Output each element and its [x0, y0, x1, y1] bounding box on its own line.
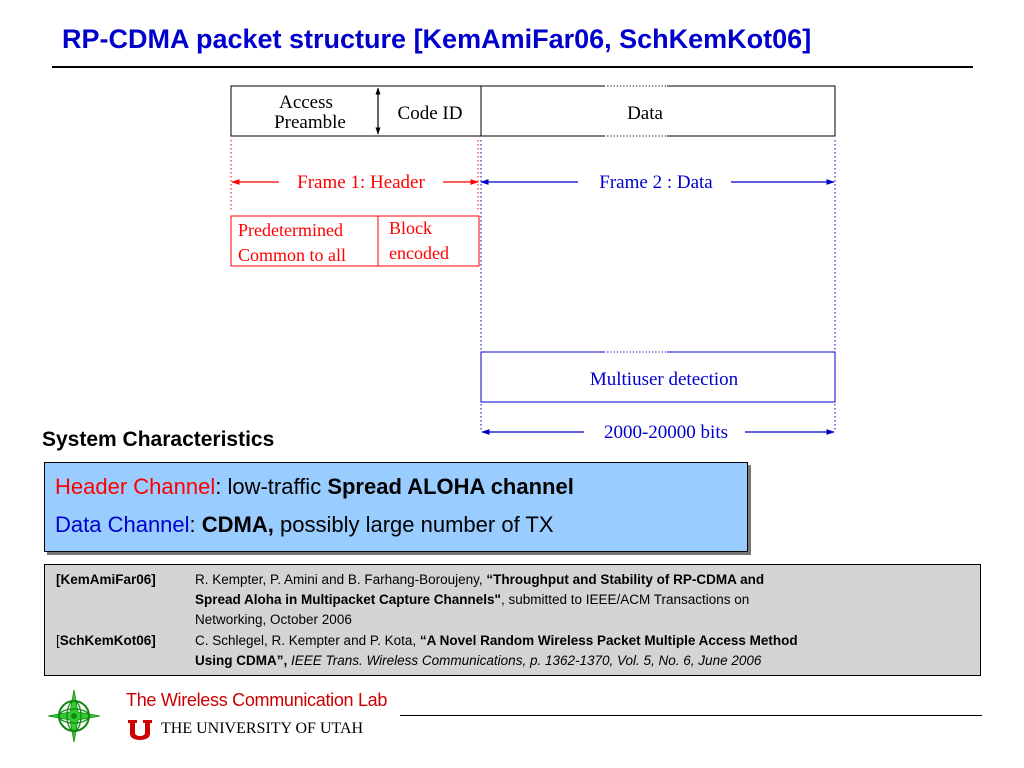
reference-key: [KemAmiFar06]	[56, 572, 156, 587]
access-preamble-line1: Access	[279, 92, 333, 113]
reference-text-line: Spread Aloha in Multipacket Capture Chan…	[195, 592, 749, 607]
lab-name: The Wireless Communication Lab	[126, 690, 388, 710]
references-box: [KemAmiFar06] R. Kempter, P. Amini and B…	[44, 564, 981, 676]
reference-title: Using CDMA”,	[195, 653, 288, 668]
data-channel-line: Data Channel: CDMA, possibly large numbe…	[55, 512, 554, 538]
packet-box: Access Preamble Code ID Data	[230, 85, 836, 137]
predetermined-line1: Predetermined	[238, 220, 343, 240]
system-characteristics-box: Header Channel: low-traffic Spread ALOHA…	[44, 462, 748, 552]
reference-key: [SchKemKot06]	[56, 633, 156, 648]
data-channel-sep: :	[189, 512, 202, 537]
multiuser-detection-label: Multiuser detection	[590, 369, 739, 390]
reference-text-line: R. Kempter, P. Amini and B. Farhang-Boro…	[195, 572, 764, 587]
frame2-span: Frame 2 : Data	[480, 172, 835, 193]
bits-label: 2000-20000 bits	[604, 422, 728, 443]
header-channel-type: Spread ALOHA channel	[327, 474, 574, 499]
reference-authors: C. Schlegel, R. Kempter and P. Kota,	[195, 633, 420, 648]
reference-title: Spread Aloha in Multipacket Capture Chan…	[195, 592, 501, 607]
reference-key-bracket: [	[56, 633, 60, 648]
university-name: THE UNIVERSITY OF UTAH	[161, 720, 364, 737]
reference-title: “A Novel Random Wireless Packet Multiple…	[419, 633, 798, 648]
system-characteristics-heading: System Characteristics	[42, 428, 275, 451]
access-preamble-line2: Preamble	[274, 112, 346, 133]
block-encoded-line1: Block	[389, 218, 432, 238]
header-channel-desc: low-traffic	[227, 474, 328, 499]
header-channel-sep: :	[215, 474, 228, 499]
reference-text-line: C. Schlegel, R. Kempter and P. Kota, “A …	[195, 633, 798, 648]
frame1-label: Frame 1: Header	[297, 172, 425, 193]
data-channel-label: Data Channel	[55, 512, 190, 537]
reference-title: “Throughput and Stability of RP-CDMA and	[486, 572, 765, 587]
block-encoded-line2: encoded	[389, 243, 449, 263]
reference-venue: Networking, October 2006	[195, 612, 352, 627]
reference-key-text: SchKemKot06]	[59, 633, 156, 648]
data-channel-desc: possibly large number of TX	[273, 512, 554, 537]
bits-span: 2000-20000 bits	[481, 422, 835, 443]
header-channel-line: Header Channel: low-traffic Spread ALOHA…	[55, 474, 574, 500]
frame1-span: Frame 1: Header	[231, 172, 479, 193]
reference-authors: R. Kempter, P. Amini and B. Farhang-Boro…	[195, 572, 487, 587]
reference-venue: IEEE Trans. Wireless Communications, p. …	[287, 653, 762, 668]
wireless-lab-logo-icon	[48, 690, 100, 742]
slide-title: RP-CDMA packet structure [KemAmiFar06, S…	[62, 24, 812, 54]
guide-lines	[230, 140, 836, 430]
multiuser-detection-box: Multiuser detection	[480, 351, 836, 403]
code-id-label: Code ID	[398, 103, 463, 124]
predetermined-line2: Common to all	[238, 245, 346, 265]
data-channel-type: CDMA,	[201, 512, 274, 537]
title-underline	[52, 66, 973, 68]
university-u-logo-icon	[128, 720, 152, 740]
reference-text-line: Using CDMA”, IEEE Trans. Wireless Commun…	[195, 653, 761, 668]
header-detail-box: Predetermined Common to all Block encode…	[230, 215, 480, 267]
reference-text-line: Networking, October 2006	[195, 612, 352, 627]
data-label: Data	[627, 103, 663, 124]
reference-venue: , submitted to IEEE/ACM Transactions on	[500, 592, 750, 607]
header-channel-label: Header Channel	[55, 474, 216, 499]
frame2-label: Frame 2 : Data	[599, 172, 713, 193]
packet-structure-diagram: Access Preamble Code ID Data Frame 1: He…	[230, 85, 836, 443]
footer-divider	[400, 715, 982, 716]
